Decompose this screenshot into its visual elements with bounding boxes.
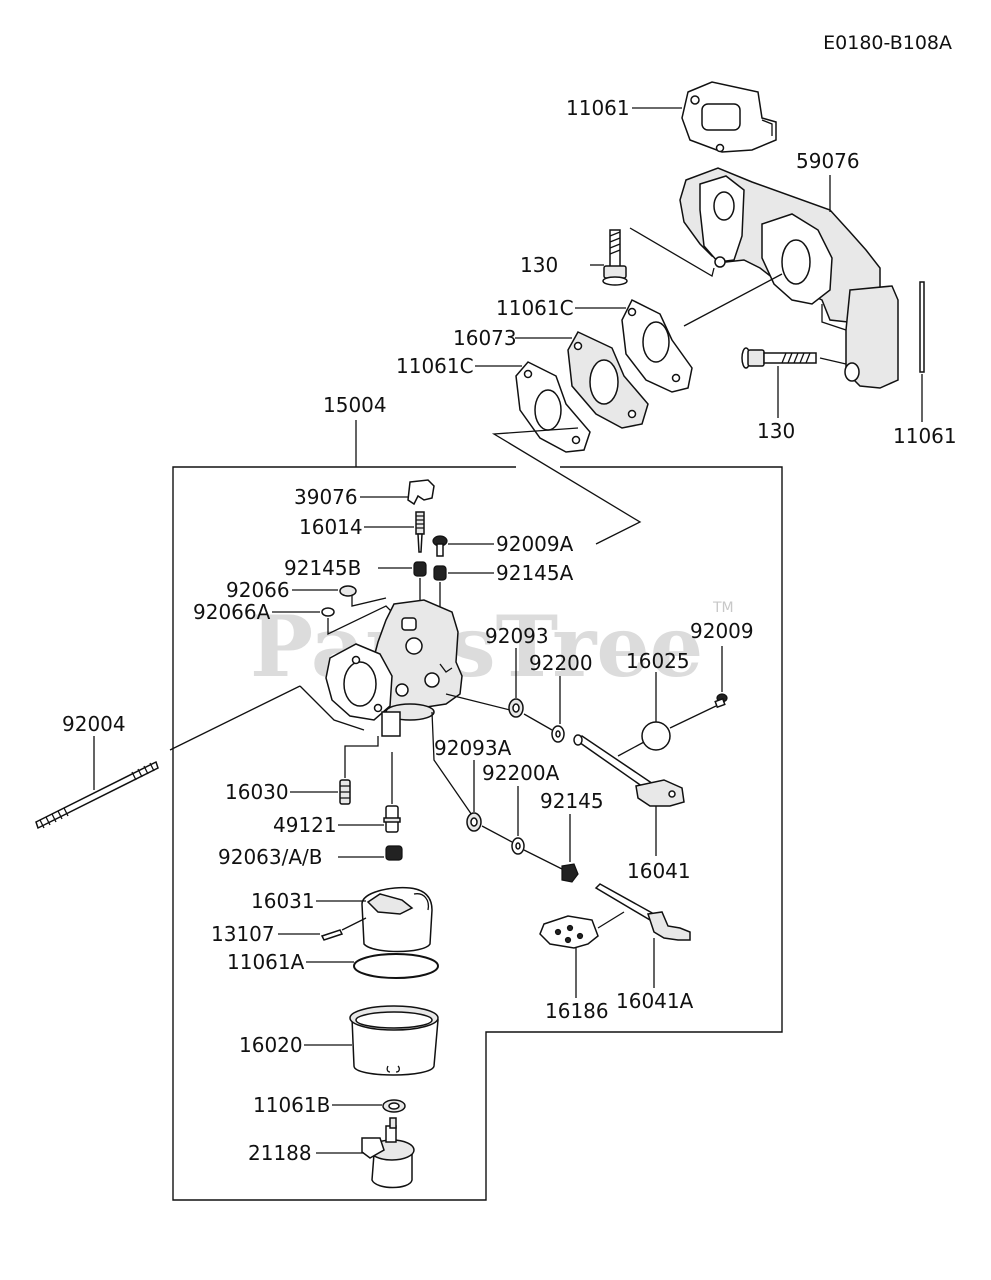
part-59076-manifold[interactable] <box>679 167 899 389</box>
label-130-lower: 130 <box>757 419 795 443</box>
part-92145A-spring[interactable] <box>433 565 447 581</box>
watermark-tm: TM <box>712 600 734 616</box>
part-16041-throttle-shaft[interactable] <box>573 734 685 807</box>
label-130-upper: 130 <box>520 253 558 277</box>
part-92145-spring[interactable] <box>561 863 579 883</box>
part-16073-spacer[interactable] <box>567 331 649 429</box>
label-16073: 16073 <box>453 326 517 350</box>
part-carburetor-body[interactable] <box>325 599 463 737</box>
label-16030: 16030 <box>225 780 289 804</box>
part-49121-tube[interactable] <box>383 805 401 833</box>
label-39076: 39076 <box>294 485 358 509</box>
label-92063: 92063/A/B <box>218 845 323 869</box>
part-16014[interactable] <box>415 511 425 553</box>
label-16041A: 16041A <box>616 989 694 1013</box>
part-16041A-choke-shaft[interactable] <box>594 883 691 941</box>
part-92004-stud[interactable] <box>35 760 159 830</box>
part-11061-right-gasket[interactable] <box>919 281 925 373</box>
label-92093A: 92093A <box>434 736 512 760</box>
part-16030-jet[interactable] <box>339 779 351 805</box>
part-92093A-washer[interactable] <box>466 812 482 832</box>
label-92145B: 92145B <box>284 556 361 580</box>
part-16186-plate[interactable] <box>539 915 599 949</box>
label-92145A: 92145A <box>496 561 574 585</box>
part-21188-solenoid[interactable] <box>361 1117 415 1189</box>
label-92009A: 92009A <box>496 532 574 556</box>
label-13107: 13107 <box>211 922 275 946</box>
label-92200: 92200 <box>529 651 593 675</box>
part-92093-washer[interactable] <box>508 698 524 718</box>
label-16041: 16041 <box>627 859 691 883</box>
label-21188: 21188 <box>248 1141 312 1165</box>
label-11061-top: 11061 <box>566 96 630 120</box>
part-92063-plug[interactable] <box>385 845 403 861</box>
part-11061C-lower-gasket[interactable] <box>515 361 591 453</box>
label-11061A: 11061A <box>227 950 305 974</box>
label-92145: 92145 <box>540 789 604 813</box>
label-11061C-upper: 11061C <box>496 296 574 320</box>
part-92009A-screw[interactable] <box>432 535 448 557</box>
part-92066A[interactable] <box>321 607 335 617</box>
label-11061B: 11061B <box>253 1093 330 1117</box>
label-11061-right: 11061 <box>893 424 957 448</box>
label-11061C-lower: 11061C <box>396 354 474 378</box>
part-92009-screw[interactable] <box>714 693 728 709</box>
label-16031: 16031 <box>251 889 315 913</box>
assembly-box-15004 <box>172 466 783 1201</box>
part-16025-plate[interactable] <box>641 721 671 751</box>
label-49121: 49121 <box>273 813 337 837</box>
label-92200A: 92200A <box>482 761 560 785</box>
part-92200A[interactable] <box>511 837 525 855</box>
label-92093: 92093 <box>485 624 549 648</box>
part-16031-float[interactable] <box>361 886 433 953</box>
part-130-lower-bolt[interactable] <box>741 347 817 369</box>
part-92145B-spring[interactable] <box>413 561 427 577</box>
part-11061-top-gasket[interactable] <box>681 81 777 153</box>
label-92009: 92009 <box>690 619 754 643</box>
label-92004: 92004 <box>62 712 126 736</box>
label-16020: 16020 <box>239 1033 303 1057</box>
part-92200[interactable] <box>551 725 565 743</box>
part-11061A-ring[interactable] <box>353 953 439 979</box>
part-11061C-upper-gasket[interactable] <box>621 298 693 393</box>
label-92066A: 92066A <box>193 600 271 624</box>
part-130-upper-bolt[interactable] <box>602 229 628 286</box>
label-16025: 16025 <box>626 649 690 673</box>
label-15004: 15004 <box>323 393 387 417</box>
label-92066: 92066 <box>226 578 290 602</box>
part-92066[interactable] <box>339 585 357 597</box>
part-39076[interactable] <box>407 479 435 506</box>
part-13107-pin[interactable] <box>320 929 344 941</box>
diagram-code: E0180-B108A <box>823 32 952 54</box>
label-16014: 16014 <box>299 515 363 539</box>
label-59076: 59076 <box>796 149 860 173</box>
label-16186: 16186 <box>545 999 609 1023</box>
part-16020-bowl[interactable] <box>349 1005 439 1076</box>
part-11061B-washer[interactable] <box>382 1099 406 1113</box>
